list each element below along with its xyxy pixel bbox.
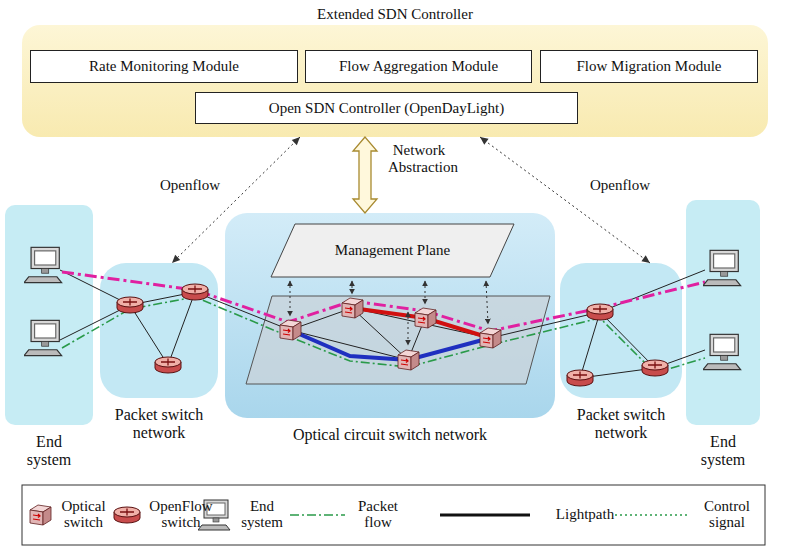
legend-label: Packet flow bbox=[352, 499, 404, 531]
module-box: Flow Aggregation Module bbox=[305, 50, 532, 83]
legend-label: Control signal bbox=[698, 499, 756, 531]
legend-label: End system bbox=[237, 499, 287, 531]
end-system-band: End system bbox=[5, 205, 93, 425]
region-caption: Packet switch network bbox=[561, 406, 681, 442]
region-caption: Optical circuit switch network bbox=[240, 426, 540, 444]
panel-title: Extended SDN Controller bbox=[22, 6, 768, 23]
region-caption: End system bbox=[21, 433, 77, 469]
controller-panel: Extended SDN ControllerRate Monitoring M… bbox=[22, 25, 768, 137]
legend-label: Optical switch bbox=[56, 499, 111, 531]
node-label: Rate Monitoring Module bbox=[89, 58, 239, 75]
node-label: Management Plane bbox=[335, 242, 450, 259]
edge-label: Openflow bbox=[160, 177, 230, 194]
edge-label: Network Abstraction bbox=[388, 142, 450, 176]
module-box: Flow Migration Module bbox=[540, 50, 758, 83]
end-system-band: End system bbox=[686, 200, 760, 425]
packet-network-region: Packet switch network bbox=[100, 263, 218, 398]
management-plane: Management Plane bbox=[270, 223, 515, 278]
module-box: Rate Monitoring Module bbox=[30, 50, 298, 83]
node-label: Open SDN Controller (OpenDayLight) bbox=[269, 100, 504, 117]
openflow-connector bbox=[480, 137, 650, 263]
node-label: Flow Aggregation Module bbox=[339, 58, 498, 75]
legend-label: OpenFlow switch bbox=[145, 499, 217, 531]
region-caption: End system bbox=[695, 433, 751, 469]
legend-label: Lightpath bbox=[545, 507, 625, 523]
openflow-connector bbox=[172, 137, 300, 263]
edge-label: Openflow bbox=[590, 177, 660, 194]
node-label: Flow Migration Module bbox=[577, 58, 722, 75]
abstraction-arrow bbox=[353, 137, 377, 213]
region-caption: Packet switch network bbox=[103, 406, 215, 442]
controller-box: Open SDN Controller (OpenDayLight) bbox=[195, 92, 578, 124]
